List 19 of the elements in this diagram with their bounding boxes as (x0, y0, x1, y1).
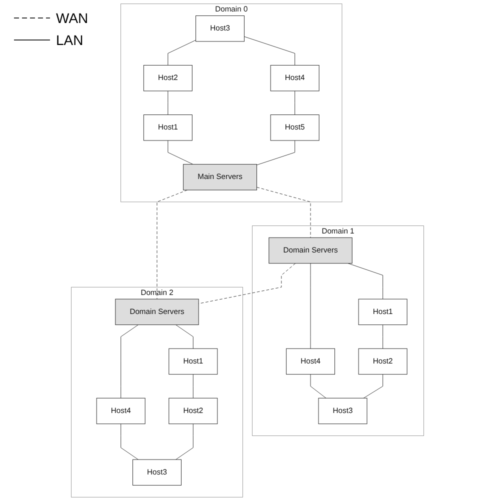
connector (310, 263, 311, 349)
connector (382, 324, 384, 349)
connector (192, 374, 194, 398)
connector (256, 186, 311, 238)
legend-label: WAN (56, 10, 88, 26)
connector (244, 36, 296, 66)
connector (176, 424, 194, 460)
connector (348, 263, 384, 300)
connector (168, 140, 194, 165)
connector (168, 40, 196, 66)
connector (310, 374, 326, 398)
connector (363, 374, 384, 398)
connector (294, 90, 296, 116)
connector (256, 140, 296, 166)
legend-label: LAN (56, 32, 84, 48)
connector (176, 324, 194, 349)
connector (198, 263, 296, 304)
connector (120, 324, 138, 398)
connector (120, 424, 138, 460)
